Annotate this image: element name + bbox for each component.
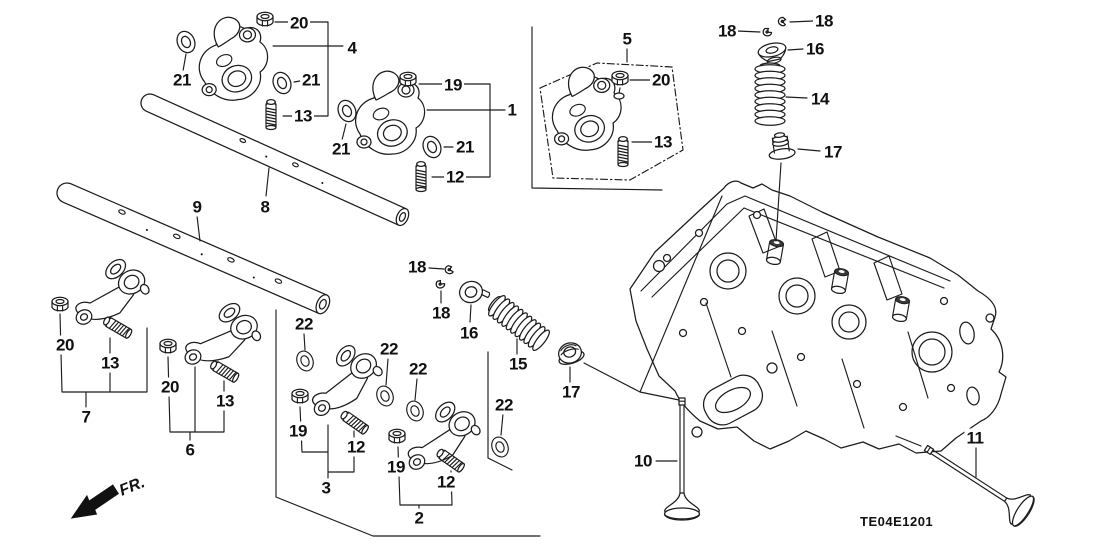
- part-callout-21[interactable]: 21: [300, 70, 322, 90]
- spring-retainer-16: [458, 280, 491, 304]
- part-callout-18[interactable]: 18: [813, 11, 835, 31]
- part-callout-22[interactable]: 22: [407, 359, 429, 379]
- part-callout-21[interactable]: 21: [171, 70, 193, 90]
- part-callout-20[interactable]: 20: [650, 70, 672, 90]
- part-callout-1[interactable]: 1: [505, 100, 519, 120]
- part-callout-13[interactable]: 13: [214, 391, 236, 411]
- reference-box-part5: [531, 26, 684, 191]
- rocker-shaft-a-part8: [140, 93, 410, 227]
- part-callout-14[interactable]: 14: [809, 89, 831, 109]
- part-callout-22[interactable]: 22: [378, 339, 400, 359]
- part-callout-20[interactable]: 20: [288, 13, 310, 33]
- pivot-washer: [613, 92, 625, 100]
- part-callout-13[interactable]: 13: [99, 353, 121, 373]
- part-callout-16[interactable]: 16: [458, 323, 480, 343]
- part-callout-21[interactable]: 21: [330, 139, 352, 159]
- part-callout-7[interactable]: 7: [79, 407, 93, 427]
- part-callout-9[interactable]: 9: [190, 197, 204, 217]
- part-callout-2[interactable]: 2: [412, 508, 426, 528]
- part-callout-5[interactable]: 5: [620, 29, 634, 49]
- part-callout-13[interactable]: 13: [652, 132, 674, 152]
- part-callout-19[interactable]: 19: [442, 75, 464, 95]
- rocker-shaft-b-part9: [56, 182, 331, 315]
- arrow-icon: [70, 484, 119, 519]
- part-callout-18[interactable]: 18: [716, 21, 738, 41]
- part-callout-15[interactable]: 15: [507, 354, 529, 374]
- part-callout-13[interactable]: 13: [292, 106, 314, 126]
- part-callout-8[interactable]: 8: [258, 197, 272, 217]
- part-callout-6[interactable]: 6: [183, 440, 197, 460]
- valve-spring-14: [754, 62, 786, 126]
- cylinder-head-drawing: [629, 180, 1007, 454]
- part-callout-3[interactable]: 3: [319, 478, 333, 498]
- part-callout-19[interactable]: 19: [287, 421, 309, 441]
- part-callout-22[interactable]: 22: [493, 395, 515, 415]
- part-callout-20[interactable]: 20: [54, 335, 76, 355]
- part-callout-18[interactable]: 18: [430, 303, 452, 323]
- part-callout-22[interactable]: 22: [293, 314, 315, 334]
- part-callout-21[interactable]: 21: [454, 137, 476, 157]
- part-callout-12[interactable]: 12: [345, 437, 367, 457]
- part-callout-4[interactable]: 4: [345, 38, 359, 58]
- part-callout-10[interactable]: 10: [632, 451, 654, 471]
- part-callout-18[interactable]: 18: [406, 257, 428, 277]
- part-callout-12[interactable]: 12: [444, 167, 466, 187]
- part-callout-19[interactable]: 19: [385, 457, 407, 477]
- part-callout-16[interactable]: 16: [804, 39, 826, 59]
- part-callout-12[interactable]: 12: [435, 472, 457, 492]
- part-callout-17[interactable]: 17: [560, 382, 582, 402]
- part-callout-17[interactable]: 17: [822, 142, 844, 162]
- part-callout-20[interactable]: 20: [159, 377, 181, 397]
- figure-code: TE04E1201: [860, 514, 934, 529]
- valve-spring-15: [487, 294, 550, 352]
- valve-seal-17: [558, 342, 585, 365]
- part-callout-11[interactable]: 11: [964, 428, 986, 448]
